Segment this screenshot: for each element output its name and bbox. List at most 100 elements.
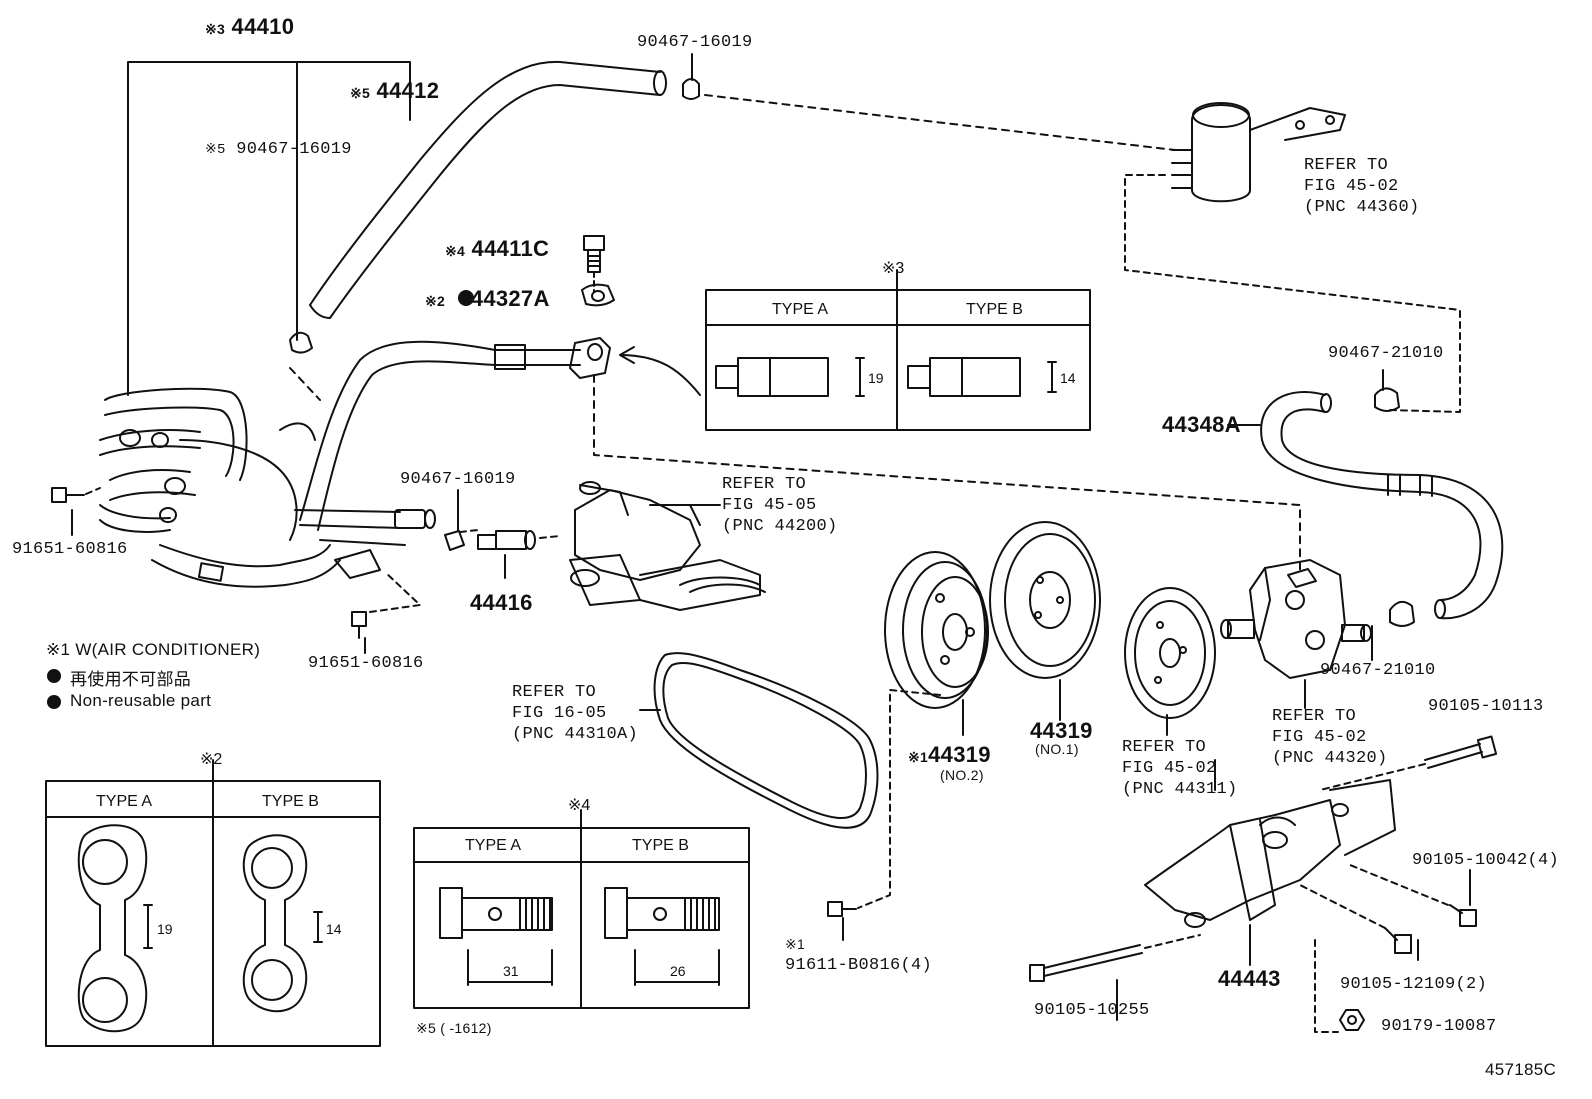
table4-type-a: TYPE A [465, 837, 521, 854]
mark: ※1 [908, 749, 929, 765]
table4-mark: ※4 [568, 797, 590, 814]
legend-dot-jp [47, 669, 61, 683]
ref-line: (PNC 44310A) [512, 725, 639, 744]
leader-44410 [127, 61, 411, 396]
table-2 [45, 759, 381, 1047]
label-44416[interactable]: 44416 [470, 590, 533, 615]
bolt-90105-10113[interactable] [1424, 735, 1498, 769]
label-44412[interactable]: ※5 44412 [350, 78, 439, 104]
part-number: 44319 [928, 742, 991, 767]
label-91651-60816-a[interactable]: 91651-60816 [12, 540, 128, 559]
label-44348a[interactable]: 44348A [1162, 412, 1241, 437]
non-reusable-dot [458, 290, 474, 306]
clamp-90467-21010-a[interactable] [1374, 387, 1400, 412]
ref-line: REFER TO [722, 475, 807, 494]
ref-line: (PNC 44311) [1122, 780, 1238, 799]
ref-line: FIG 45-02 [1272, 728, 1367, 747]
label-90105-12109[interactable]: 90105-12109(2) [1340, 975, 1488, 994]
table3-mark: ※3 [882, 260, 904, 277]
ref-fig-45-05[interactable]: REFER TO FIG 45-05 (PNC 44200) [722, 474, 838, 537]
ref-line: REFER TO [512, 683, 597, 702]
clamp-90467-mid[interactable] [444, 530, 465, 551]
ref-fig-45-02-44311[interactable]: REFER TO FIG 45-02 (PNC 44311) [1122, 737, 1238, 800]
table3-type-b: TYPE B [966, 301, 1023, 318]
return-hose-44412 [309, 60, 667, 319]
label-44410[interactable]: ※3 44410 [205, 14, 294, 40]
label-44411c[interactable]: ※4 44411C [445, 236, 549, 262]
legend-non-reusable-jp: 再使用不可部品 [70, 670, 192, 689]
bolt-90105-10255[interactable] [1029, 944, 1143, 982]
table2-mark: ※2 [200, 751, 222, 768]
table2-type-b: TYPE B [262, 793, 319, 810]
legend-note-1: ※1 W(AIR CONDITIONER) [46, 640, 261, 659]
nut-90179-10087[interactable] [1339, 1009, 1365, 1031]
ref-line: FIG 45-05 [722, 496, 817, 515]
legend-dot-en [47, 695, 61, 709]
table2-dim-b: 14 [326, 921, 342, 937]
ref-fig-16-05[interactable]: REFER TO FIG 16-05 (PNC 44310A) [512, 682, 638, 745]
pulley-44319-no2 [884, 551, 989, 709]
bolt-90105-10042[interactable] [1449, 904, 1477, 927]
gasket-44327a[interactable] [581, 283, 615, 307]
ref-line: FIG 16-05 [512, 704, 607, 723]
bolt-91651-b[interactable] [351, 611, 367, 639]
label-44319-no2[interactable]: ※144319 [908, 742, 991, 768]
label-91611[interactable]: 91611-B0816(4) [785, 956, 933, 975]
ref-line: (PNC 44320) [1272, 749, 1388, 768]
label-90105-10042[interactable]: 90105-10042(4) [1412, 851, 1560, 870]
part-number: 44411C [471, 236, 550, 261]
label-90105-10113[interactable]: 90105-10113 [1428, 697, 1544, 716]
power-steering-pump [1220, 559, 1372, 679]
ref-line: (PNC 44200) [722, 517, 838, 536]
dashed-leader-top [704, 94, 1176, 151]
table3-dim-b: 14 [1060, 370, 1076, 386]
bolt-91611[interactable] [827, 901, 857, 917]
table4-dim-a: 31 [503, 963, 519, 979]
figure-id: 457185C [1485, 1060, 1557, 1079]
pulley-44311 [1124, 587, 1216, 719]
bracket-44443 [1144, 779, 1396, 928]
ref-fig-45-02-44360[interactable]: REFER TO FIG 45-02 (PNC 44360) [1304, 155, 1420, 218]
part-number: 44412 [376, 78, 440, 103]
mark: ※3 [205, 21, 226, 37]
ref-line: FIG 45-02 [1304, 177, 1399, 196]
label-44327a[interactable]: ※2 44327A [425, 286, 550, 312]
ref-line: (PNC 44360) [1304, 198, 1420, 217]
union-bolt-44411c[interactable] [583, 235, 605, 273]
label-90179-10087[interactable]: 90179-10087 [1381, 1017, 1497, 1036]
hose-assembly-44410 [99, 387, 436, 588]
label-91651-60816-b[interactable]: 91651-60816 [308, 654, 424, 673]
clamp-90467-left[interactable] [289, 329, 313, 354]
v-belt [653, 652, 879, 829]
label-90467-21010-b[interactable]: 90467-21010 [1320, 661, 1436, 680]
part-number: 44410 [231, 14, 295, 39]
ref-line: REFER TO [1122, 738, 1207, 757]
label-90467-16019-left[interactable]: ※5 90467-16019 [205, 140, 352, 159]
label-44319-no2-sub: (NO.2) [940, 767, 984, 783]
table3-dim-a: 19 [868, 370, 884, 386]
label-90467-21010-a[interactable]: 90467-21010 [1328, 344, 1444, 363]
mark: ※2 [425, 293, 446, 309]
clamp-90467-21010-b[interactable] [1389, 600, 1415, 627]
reservoir [1171, 102, 1346, 203]
label-91611-mark: ※1 [785, 936, 806, 952]
table-3 [705, 269, 1091, 431]
label-90467-16019-mid[interactable]: 90467-16019 [400, 470, 516, 489]
label-44319-no1-sub: (NO.1) [1035, 741, 1079, 757]
ref-line: REFER TO [1272, 707, 1357, 726]
mark: ※5 [350, 85, 371, 101]
label-90467-16019-top[interactable]: 90467-16019 [637, 33, 753, 52]
bolt-90105-12109[interactable] [1384, 927, 1412, 954]
ref-line: FIG 45-02 [1122, 759, 1217, 778]
label-44319-no1[interactable]: 44319 [1030, 718, 1093, 743]
label-90105-10255[interactable]: 90105-10255 [1034, 1001, 1150, 1020]
table2-dim-a: 19 [157, 921, 173, 937]
ref-fig-45-02-44320[interactable]: REFER TO FIG 45-02 (PNC 44320) [1272, 706, 1388, 769]
mark: ※4 [445, 243, 466, 259]
label-44443[interactable]: 44443 [1218, 966, 1281, 991]
pressure-hose [299, 337, 611, 531]
bolt-91651-a[interactable] [51, 487, 85, 503]
fitting-44416[interactable] [477, 530, 536, 550]
table2-type-a: TYPE A [96, 793, 152, 810]
